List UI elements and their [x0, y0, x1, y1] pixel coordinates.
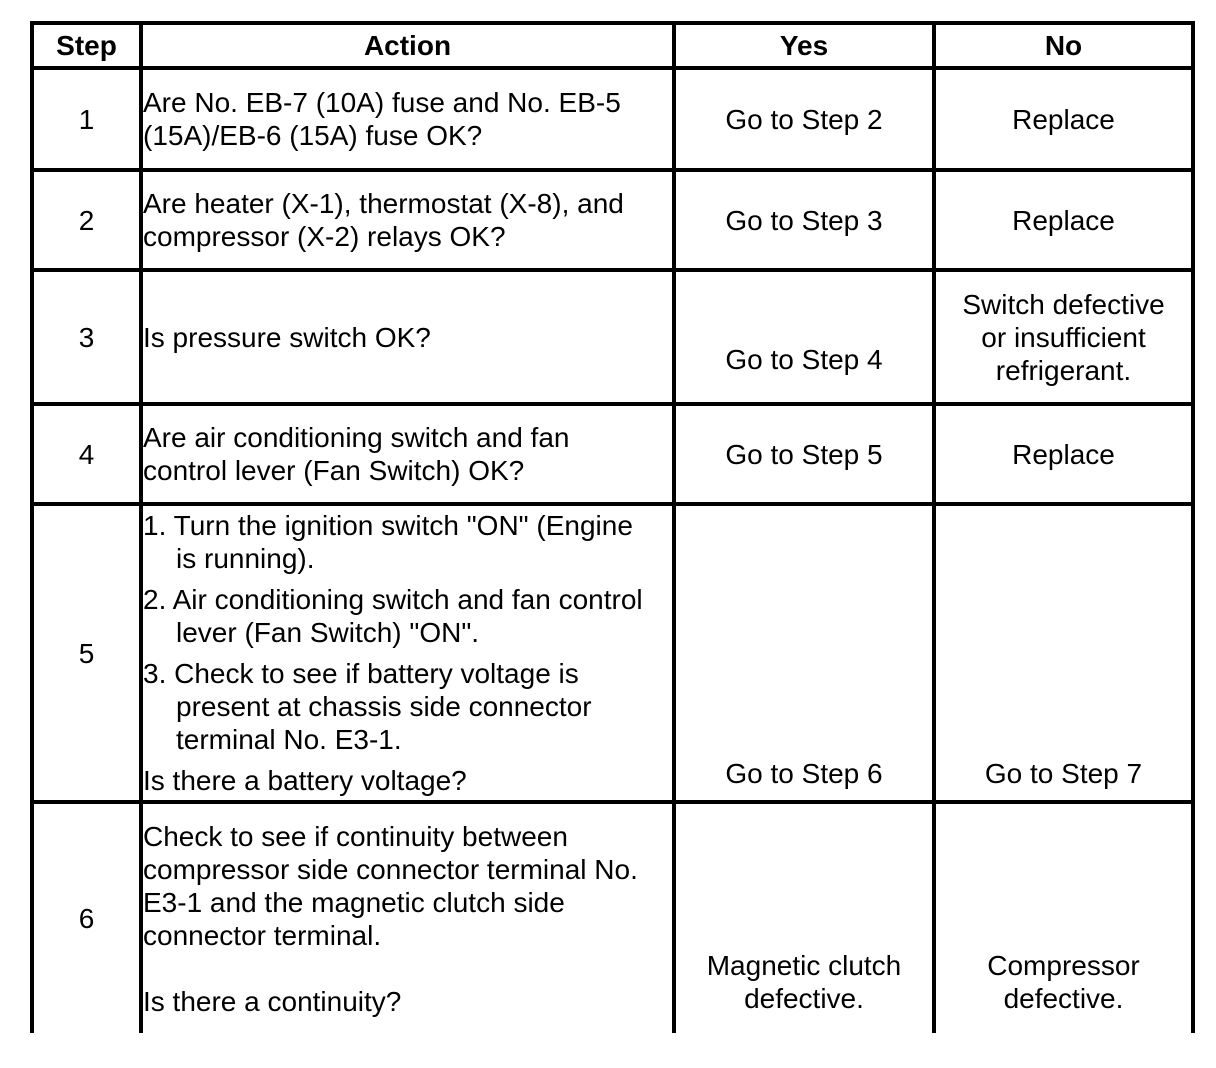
action-list-item: 2. Air conditioning switch and fan contr…: [143, 584, 643, 648]
troubleshooting-table: Step Action Yes No 1 Are No. EB-7 (10A) …: [30, 21, 1195, 1033]
yes-cell: Go to Step 2: [672, 66, 936, 172]
col-header-step: Step: [30, 21, 143, 70]
table-row-step-2: 2 Are heater (X-1), thermostat (X-8), an…: [30, 168, 1195, 272]
action-text: Are heater (X-1), thermostat (X-8), and …: [143, 188, 624, 252]
step-number-cell: 1: [30, 66, 143, 172]
no-text: Replace: [1012, 204, 1115, 236]
no-text: Compressor defective.: [987, 950, 1140, 1014]
table-row-step-3: 3 Is pressure switch OK? Go to Step 4 Sw…: [30, 268, 1195, 406]
action-cell: Are heater (X-1), thermostat (X-8), and …: [139, 168, 676, 272]
no-text: Go to Step 7: [984, 758, 1143, 789]
yes-cell: Go to Step 4: [672, 268, 936, 406]
action-question: Is there a continuity?: [143, 985, 402, 1017]
table-row-step-1: 1 Are No. EB-7 (10A) fuse and No. EB-5 (…: [30, 66, 1195, 172]
yes-text: Go to Step 3: [725, 204, 883, 236]
no-text: Switch defective or insufficient refrige…: [962, 288, 1165, 386]
no-cell: Compressor defective.: [932, 800, 1195, 1033]
yes-cell: Magnetic clutch defective.: [672, 800, 936, 1033]
no-cell: Replace: [932, 402, 1195, 506]
col-header-no: No: [932, 21, 1195, 70]
step-number-cell: 4: [30, 402, 143, 506]
table-row-step-4: 4 Are air conditioning switch and fan co…: [30, 402, 1195, 506]
no-cell: Switch defective or insufficient refrige…: [932, 268, 1195, 406]
yes-cell: Go to Step 5: [672, 402, 936, 506]
action-text: Are air conditioning switch and fan cont…: [143, 422, 570, 486]
no-cell: Replace: [932, 168, 1195, 272]
action-cell: 1. Turn the ignition switch "ON" (Engine…: [139, 502, 676, 804]
action-text: Check to see if continuity between compr…: [143, 820, 638, 951]
step-number-cell: 3: [30, 268, 143, 406]
yes-text: Go to Step 4: [725, 344, 883, 375]
step-number-cell: 6: [30, 800, 143, 1033]
action-list-item: 3. Check to see if battery voltage is pr…: [143, 658, 592, 755]
action-cell: Is pressure switch OK?: [139, 268, 676, 406]
yes-text: Magnetic clutch defective.: [706, 950, 902, 1014]
action-question: Is there a battery voltage?: [143, 765, 467, 796]
action-cell: Are No. EB-7 (10A) fuse and No. EB-5 (15…: [139, 66, 676, 172]
action-text: Is pressure switch OK?: [143, 321, 431, 353]
yes-cell: Go to Step 6: [672, 502, 936, 804]
action-list-item: 1. Turn the ignition switch "ON" (Engine…: [143, 510, 633, 574]
action-cell: Are air conditioning switch and fan cont…: [139, 402, 676, 506]
table-row-step-5: 5 1. Turn the ignition switch "ON" (Engi…: [30, 502, 1195, 804]
table-row-step-6: 6 Check to see if continuity between com…: [30, 800, 1195, 1033]
no-cell: Replace: [932, 66, 1195, 172]
no-text: Replace: [1012, 103, 1115, 135]
action-cell: Check to see if continuity between compr…: [139, 800, 676, 1033]
yes-cell: Go to Step 3: [672, 168, 936, 272]
yes-text: Go to Step 5: [725, 438, 883, 470]
yes-text: Go to Step 6: [725, 758, 883, 789]
step-number-cell: 5: [30, 502, 143, 804]
step-number-cell: 2: [30, 168, 143, 272]
col-header-yes: Yes: [672, 21, 936, 70]
col-header-action: Action: [139, 21, 676, 70]
yes-text: Go to Step 2: [725, 103, 883, 135]
header-row: Step Action Yes No: [30, 21, 1195, 70]
action-text: Are No. EB-7 (10A) fuse and No. EB-5 (15…: [143, 87, 621, 151]
no-text: Replace: [1012, 438, 1115, 470]
no-cell: Go to Step 7: [932, 502, 1195, 804]
